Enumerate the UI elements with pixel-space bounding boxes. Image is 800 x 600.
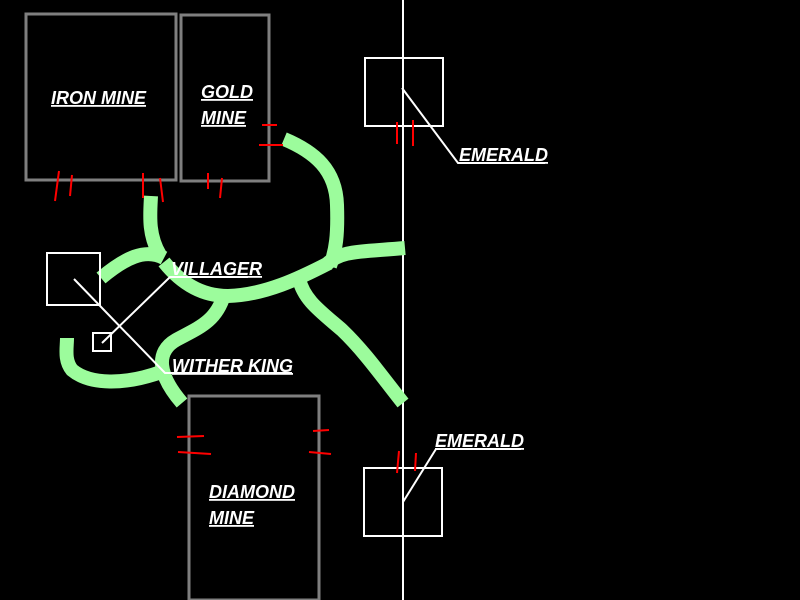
villager-box — [46, 252, 101, 306]
villager-label: VILLAGER — [171, 259, 262, 279]
wither-king-label: WITHER KING — [172, 356, 293, 376]
door-marker — [177, 451, 212, 455]
gold-mine-label-line2: MINE — [201, 108, 247, 128]
door-marker — [414, 452, 417, 472]
door-marker — [69, 174, 73, 197]
emerald-bottom-box — [363, 467, 443, 537]
door-marker — [219, 177, 223, 199]
diamond-mine-label-line1: DIAMOND — [209, 482, 295, 502]
leader-lines — [73, 87, 545, 503]
wither-king-box — [92, 332, 112, 352]
door-marker — [159, 177, 164, 203]
emerald-bottom-label: EMERALD — [435, 431, 524, 451]
iron-mine-label: IRON MINE — [51, 88, 147, 108]
emerald-bottom-leader-line — [402, 448, 521, 503]
tunnel-to-rail-east — [320, 241, 406, 271]
emerald-top-box — [364, 57, 444, 127]
door-marker — [54, 170, 60, 202]
door-markers — [54, 120, 417, 474]
emerald-top-leader-line — [401, 87, 545, 164]
diamond-mine-label-line2: MINE — [209, 508, 255, 528]
tunnel-gold-to-rail — [281, 132, 345, 269]
door-marker — [176, 435, 205, 438]
door-marker — [396, 450, 400, 474]
villager-leader-line — [101, 276, 248, 344]
diamond-mine-box — [187, 394, 321, 600]
tunnel-to-rail-south — [292, 276, 409, 408]
wither-king-leader-line — [73, 278, 292, 374]
gold-mine-label-line1: GOLD — [201, 82, 253, 102]
tunnel-main-center — [158, 256, 333, 303]
tunnel-west-loop — [59, 337, 164, 389]
tunnel-to-villager — [96, 247, 168, 284]
tunnel-south-loop — [155, 292, 231, 408]
emerald-top-label: EMERALD — [459, 145, 548, 165]
gold-mine-box — [179, 13, 271, 183]
door-marker — [312, 429, 330, 432]
tunnel-network — [59, 132, 409, 408]
iron-mine-box — [24, 12, 178, 182]
door-marker — [308, 451, 332, 455]
